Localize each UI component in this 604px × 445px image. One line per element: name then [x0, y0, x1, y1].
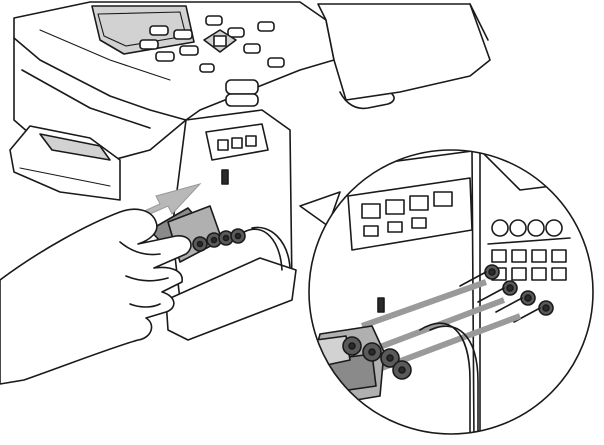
- paper-tray: [9, 125, 121, 201]
- control-panel-buttons: [139, 15, 285, 107]
- ink-nozzles: [459, 264, 554, 323]
- scanner-lid: [317, 3, 491, 110]
- ink-slot-rollers: [487, 219, 571, 281]
- magnified-detail-circle: [308, 149, 594, 435]
- hand: [0, 208, 192, 385]
- navigation-dpad: [203, 29, 237, 53]
- insertion-guide-lines: [360, 279, 522, 371]
- cartridge-slot-contacts: [361, 191, 453, 237]
- ink-cover-door: [165, 226, 297, 341]
